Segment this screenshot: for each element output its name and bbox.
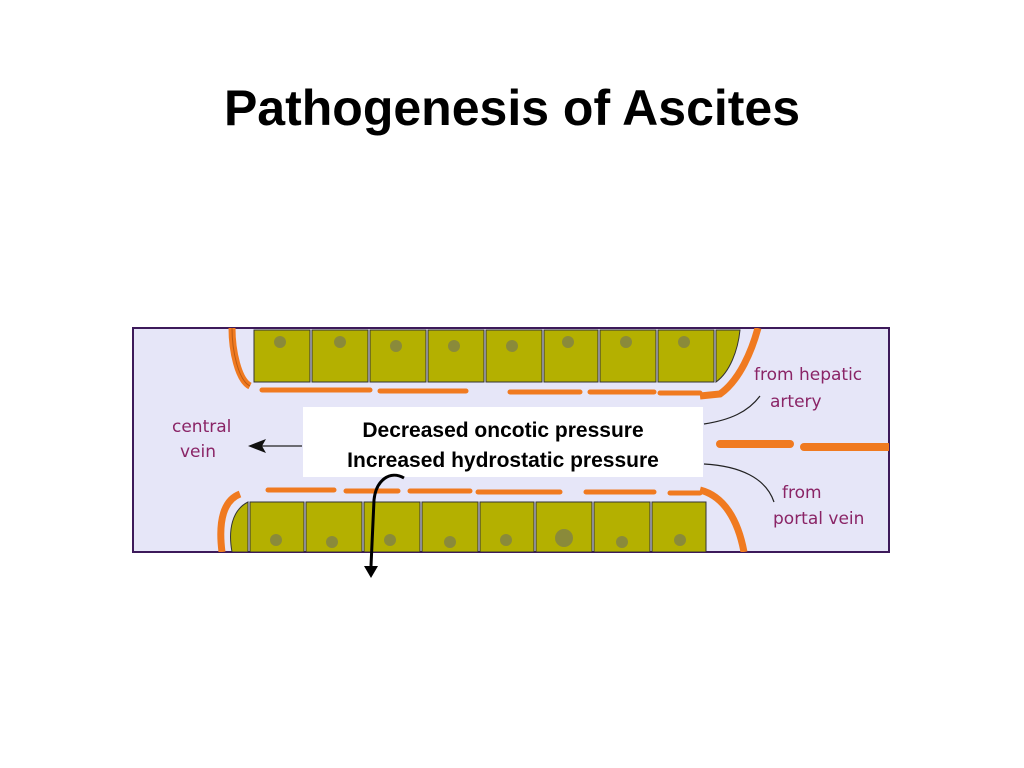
portal-vein-label-line2: portal vein xyxy=(773,509,864,529)
callout-line2: Increased hydrostatic pressure xyxy=(347,449,659,472)
slide-title: Pathogenesis of Ascites xyxy=(223,80,801,136)
central-vein-arrowhead xyxy=(248,439,266,453)
central-vein-label-line1: central xyxy=(172,417,231,437)
hepatic-artery-leader xyxy=(703,395,761,425)
upper-endothelium xyxy=(259,387,703,396)
pressure-callout-box xyxy=(303,407,703,477)
central-vein-label-line2: vein xyxy=(180,442,216,462)
upper-right-wall xyxy=(699,328,762,400)
incoming-vessel xyxy=(716,440,889,451)
lower-sinusoid-wall xyxy=(217,490,242,552)
lower-hepatocyte-row xyxy=(230,501,707,552)
portal-vein-label-line1: from xyxy=(782,483,822,503)
lower-endothelium xyxy=(265,487,703,496)
hepatic-artery-label-line2: artery xyxy=(770,392,822,412)
callout-line1: Decreased oncotic pressure xyxy=(362,419,643,442)
upper-sinusoid-wall xyxy=(228,328,253,390)
upper-hepatocyte-row xyxy=(253,329,741,383)
fluid-leak-arrow xyxy=(369,473,405,567)
hepatic-artery-label-line1: from hepatic xyxy=(754,365,862,385)
fluid-leak-arrowhead xyxy=(364,566,378,578)
lower-right-wall xyxy=(698,486,748,552)
portal-vein-leader xyxy=(703,463,775,503)
